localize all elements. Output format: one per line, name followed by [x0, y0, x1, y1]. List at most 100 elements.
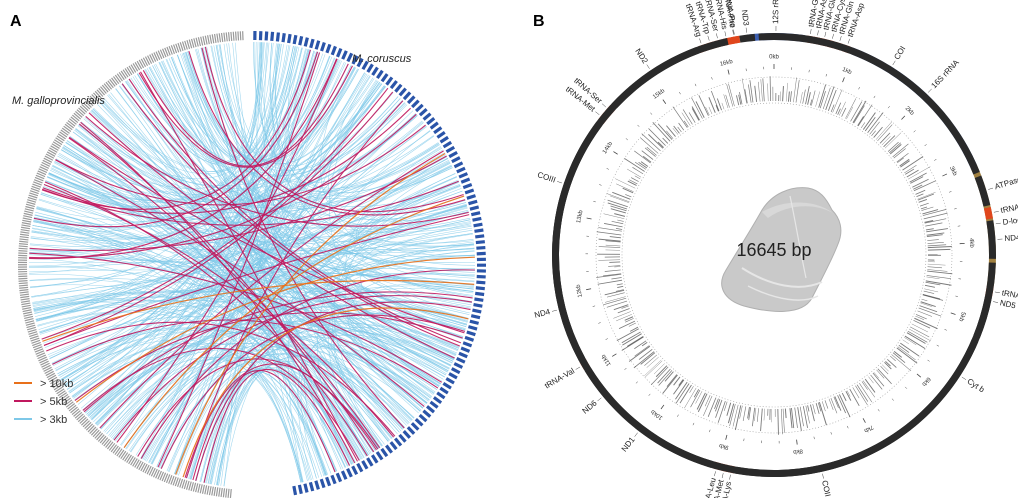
- density-mark: [846, 390, 851, 397]
- galloprovincialis-block: [24, 315, 34, 320]
- density-mark: [688, 112, 696, 123]
- gene-block-atpase-6: [974, 175, 991, 207]
- galloprovincialis-block: [130, 457, 136, 466]
- galloprovincialis-block: [31, 185, 41, 190]
- link-3kb: [103, 98, 472, 303]
- density-mark: [825, 86, 835, 111]
- density-mark: [917, 191, 936, 200]
- galloprovincialis-block: [18, 250, 28, 252]
- galloprovincialis-block: [122, 69, 129, 78]
- density-mark: [727, 403, 735, 424]
- galloprovincialis-block: [144, 464, 150, 474]
- galloprovincialis-block: [37, 170, 47, 176]
- density-mark: [904, 337, 917, 346]
- coruscus-block: [432, 396, 443, 405]
- density-mark: [617, 285, 624, 289]
- scale-tick: [887, 106, 890, 109]
- density-mark: [833, 396, 839, 408]
- link-3kb: [28, 243, 475, 264]
- galloprovincialis-block: [222, 488, 226, 498]
- link-5kb: [52, 319, 439, 389]
- density-mark: [920, 206, 928, 210]
- density-mark: [716, 98, 723, 111]
- gene-block-nd5: [973, 262, 996, 339]
- coruscus-block: [406, 95, 416, 105]
- coruscus-block: [436, 131, 446, 139]
- gene-leader: [557, 181, 562, 184]
- galloprovincialis-block: [26, 324, 36, 329]
- link-3kb: [63, 145, 441, 385]
- link-5kb: [113, 295, 472, 441]
- density-mark: [830, 397, 838, 414]
- gene-label-trna-thr: tRNA-Thr: [1000, 200, 1018, 215]
- galloprovincialis-block: [29, 192, 39, 197]
- scale-tick: [606, 168, 609, 170]
- link-3kb: [253, 41, 475, 256]
- galloprovincialis-block: [85, 423, 94, 431]
- coruscus-block: [418, 413, 428, 423]
- density-mark: [782, 86, 784, 102]
- link-5kb: [42, 107, 411, 214]
- galloprovincialis-block: [220, 32, 224, 42]
- galloprovincialis-block: [52, 382, 61, 389]
- scale-tick: [725, 434, 728, 440]
- galloprovincialis-block: [76, 109, 85, 117]
- coruscus-block: [385, 76, 394, 86]
- galloprovincialis-block: [97, 434, 105, 442]
- density-mark: [717, 400, 726, 423]
- link-3kb: [314, 355, 398, 460]
- gene-leader: [993, 211, 999, 213]
- galloprovincialis-block: [150, 467, 156, 477]
- link-3kb: [96, 42, 265, 426]
- density-mark: [864, 116, 876, 132]
- density-mark: [841, 392, 847, 402]
- density-mark: [925, 222, 943, 227]
- galloprovincialis-block: [44, 155, 54, 161]
- coruscus-block: [450, 367, 461, 375]
- density-mark: [917, 193, 935, 201]
- galloprovincialis-block: [18, 247, 28, 250]
- scale-tick: [709, 429, 711, 433]
- density-mark: [853, 105, 865, 124]
- galloprovincialis-block: [81, 104, 89, 112]
- link-3kb: [33, 219, 428, 404]
- scale-tick: [949, 191, 952, 193]
- density-mark: [749, 80, 754, 103]
- density-mark: [608, 265, 621, 267]
- scale-tick: [873, 95, 876, 99]
- density-mark: [904, 335, 926, 349]
- coruscus-block: [475, 234, 485, 239]
- galloprovincialis-block: [101, 437, 109, 445]
- scale-label: 2kb: [904, 106, 916, 117]
- galloprovincialis-block: [31, 339, 41, 344]
- galloprovincialis-block: [41, 362, 50, 368]
- gene-label-nd3: ND3: [740, 9, 751, 27]
- density-mark: [616, 328, 639, 342]
- density-mark: [708, 97, 716, 113]
- density-mark: [837, 108, 841, 115]
- density-mark: [824, 400, 829, 409]
- galloprovincialis-block: [50, 145, 59, 151]
- density-mark: [698, 95, 709, 116]
- galloprovincialis-block: [179, 478, 184, 488]
- galloprovincialis-block: [82, 102, 91, 110]
- scale-tick: [611, 353, 617, 357]
- density-mark: [644, 354, 658, 366]
- density-mark: [881, 136, 891, 146]
- coruscus-block: [325, 43, 332, 54]
- scale-tick: [650, 112, 653, 115]
- density-mark: [615, 289, 624, 292]
- density-mark: [871, 130, 876, 137]
- galloprovincialis-block: [32, 183, 42, 188]
- galloprovincialis-block: [23, 311, 33, 315]
- density-mark: [767, 83, 769, 102]
- galloprovincialis-block: [163, 473, 169, 483]
- density-mark: [828, 398, 834, 410]
- density-mark: [927, 244, 947, 247]
- density-mark: [867, 112, 884, 133]
- scale-label: 9kb: [718, 442, 730, 450]
- density-mark: [906, 332, 926, 344]
- link-3kb: [270, 42, 473, 297]
- scale-tick: [711, 77, 713, 80]
- density-mark: [802, 89, 806, 104]
